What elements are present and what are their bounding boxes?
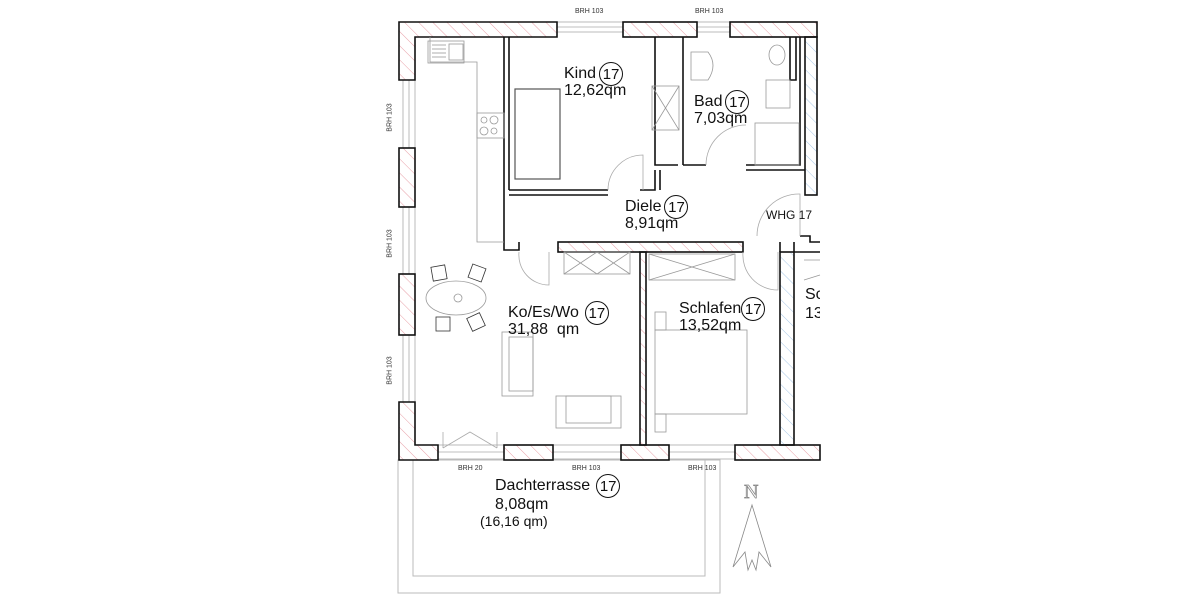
room-partial-right: Sc 13 — [805, 287, 820, 319]
window-label-bottom-3: BRH 103 — [688, 465, 717, 472]
room-area: 8,91qm — [625, 215, 679, 232]
unit-badge: 17 — [584, 301, 609, 325]
doors — [442, 124, 801, 449]
north-arrow-icon — [732, 503, 772, 572]
room-name: Bad — [694, 93, 723, 111]
window-label-bottom-2: BRH 103 — [572, 465, 601, 472]
window-label-bottom-1: BRH 20 — [458, 465, 483, 472]
room-area: 13,52qm — [679, 317, 742, 334]
terrace-area-total: (16,16 qm) — [480, 513, 548, 529]
interior-walls — [503, 36, 820, 446]
room-ko-es-wo: Ko/Es/Wo 17 31,88 qm — [508, 301, 609, 341]
window-label-top-1: BRH 103 — [575, 8, 604, 15]
room-name: Ko/Es/Wo — [508, 304, 579, 322]
terrace-area: 8,08qm — [495, 496, 549, 513]
north-letter: N — [744, 481, 759, 503]
room-name: Diele — [625, 198, 662, 216]
room-area: 7,03qm — [694, 110, 748, 127]
room-name: Sc — [805, 287, 820, 303]
window-label-top-2: BRH 103 — [695, 8, 724, 15]
room-name: Dachterrasse — [495, 477, 591, 495]
room-dachterrasse: Dachterrasse 17 — [495, 474, 621, 498]
room-area: 13 — [805, 305, 820, 320]
entrance-label: WHG 17 — [766, 208, 813, 222]
terrace-outline — [397, 459, 721, 594]
window-label-left-3: BRH 103 — [386, 356, 394, 385]
window-label-left-1: BRH 103 — [386, 103, 394, 132]
room-name: Schlafen — [679, 300, 742, 318]
walls — [398, 21, 821, 461]
room-name: Kind — [564, 65, 597, 83]
unit-badge: 17 — [596, 474, 621, 498]
room-area: 31,88 qm — [508, 321, 580, 338]
window-label-left-2: BRH 103 — [386, 229, 394, 258]
room-area: 12,62qm — [564, 82, 627, 99]
furniture — [425, 37, 821, 433]
unit-badge: 17 — [741, 297, 766, 321]
